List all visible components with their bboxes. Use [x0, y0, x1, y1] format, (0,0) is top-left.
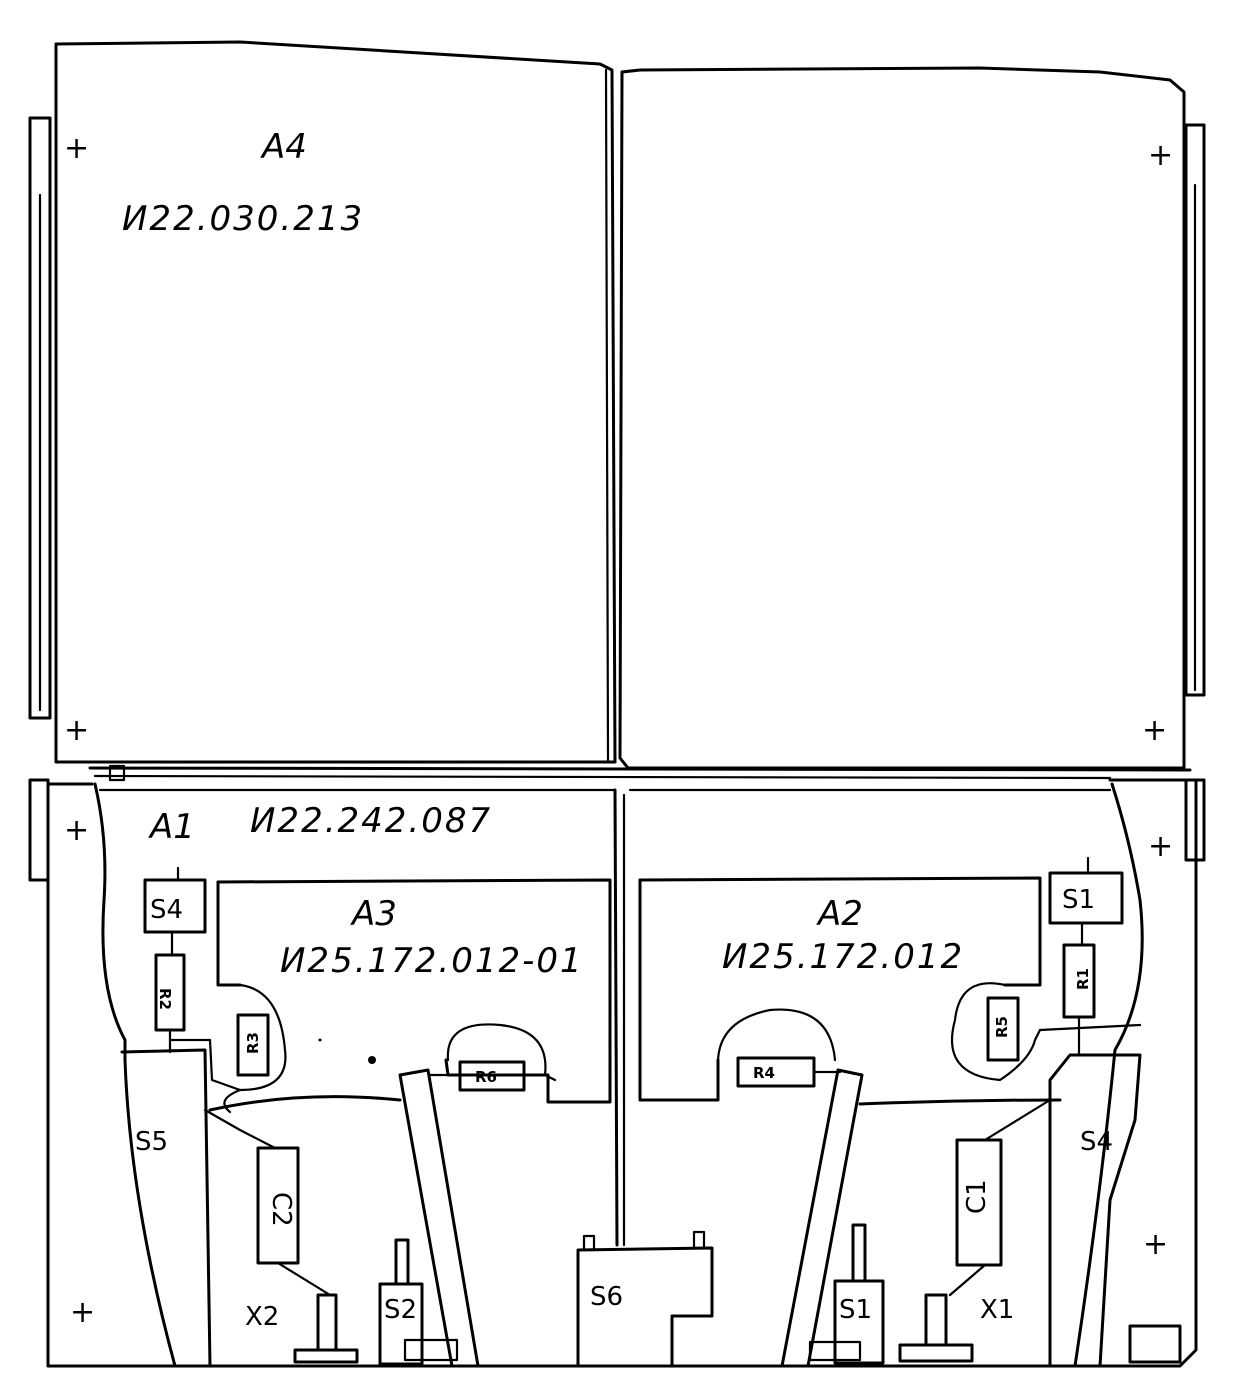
chassis-frame [46, 778, 1198, 1368]
board-a2 [638, 876, 1062, 1106]
resistor-r6: R6 [428, 1023, 557, 1092]
switch-s5: S5 [120, 1038, 242, 1368]
capacitor-c1: C1 [955, 1098, 1052, 1267]
right-hinge-rail [1184, 123, 1206, 697]
switch-s1-toggle: S1 [808, 1223, 885, 1365]
svg-text:S1: S1 [1062, 885, 1095, 915]
svg-text:S4: S4 [150, 895, 183, 925]
scan-dot [318, 1038, 322, 1042]
svg-text:X2: X2 [245, 1302, 279, 1332]
board-a3 [208, 878, 612, 1112]
svg-text:R4: R4 [753, 1064, 775, 1082]
left-bracket [398, 1068, 480, 1368]
svg-text:S4: S4 [1080, 1127, 1113, 1157]
a3-designator: A3 [350, 894, 397, 934]
switch-s4-large: S4 [1048, 1053, 1142, 1368]
resistor-r2: R2 [154, 953, 186, 1054]
mount-mark-a1-bottom-left: + [70, 1295, 95, 1330]
a4-code: И22.030.213 [122, 199, 364, 239]
svg-text:R6: R6 [475, 1068, 497, 1086]
mount-mark-a4-bottom-left: + [64, 713, 89, 748]
switch-s6: S6 [576, 1230, 714, 1368]
mount-mark-a4-top-right: + [1148, 138, 1173, 173]
a2-code: И25.172.012 [722, 937, 964, 977]
resistor-r3: R3 [223, 983, 287, 1114]
a4-designator: A4 [260, 127, 307, 167]
mount-mark-a1-top-left: + [64, 813, 89, 848]
capacitor-c2: C2 [203, 1108, 332, 1297]
a1-code: И22.242.087 [250, 801, 492, 841]
connector-x1: X1 [898, 1263, 1014, 1363]
a1-designator: A1 [148, 807, 195, 847]
switch-s4-small: S4 [143, 866, 207, 957]
svg-text:R5: R5 [993, 1016, 1011, 1038]
board-a4-left-panel [54, 40, 617, 764]
mount-mark-a1-top-right: + [1148, 829, 1173, 864]
svg-text:C2: C2 [266, 1192, 296, 1227]
a2-designator: A2 [816, 894, 863, 934]
svg-text:S6: S6 [590, 1282, 623, 1312]
resistor-r1: R1 [1038, 943, 1142, 1057]
scan-dot [368, 1056, 376, 1064]
board-a4-right-panel [618, 66, 1186, 770]
board-a1-contour [93, 782, 1144, 1368]
svg-text:X1: X1 [980, 1295, 1014, 1325]
central-divider [613, 788, 626, 1247]
svg-text:S1: S1 [839, 1295, 872, 1325]
a3-code: И25.172.012-01 [280, 941, 584, 981]
svg-text:R3: R3 [244, 1032, 262, 1054]
svg-text:S5: S5 [135, 1127, 168, 1157]
resistor-r5: R5 [950, 982, 1042, 1082]
hinge-strip [88, 764, 1192, 792]
svg-text:R2: R2 [156, 988, 174, 1010]
switch-s2: S2 [378, 1238, 459, 1366]
mount-mark-a1-bottom-right: + [1143, 1227, 1168, 1262]
left-frame-rail [28, 778, 50, 882]
mount-mark-a4-top-left: + [64, 131, 89, 166]
svg-text:S2: S2 [384, 1295, 417, 1325]
corner-block [1128, 1324, 1182, 1364]
resistor-r4: R4 [716, 1008, 842, 1088]
svg-text:C1: C1 [962, 1179, 992, 1214]
connector-x2: X2 [245, 1293, 359, 1364]
right-bracket [780, 1068, 864, 1368]
switch-s1-small: S1 [1048, 856, 1124, 947]
left-hinge-rail [28, 116, 52, 720]
svg-text:R1: R1 [1074, 968, 1092, 990]
mount-mark-a4-bottom-right: + [1142, 713, 1167, 748]
